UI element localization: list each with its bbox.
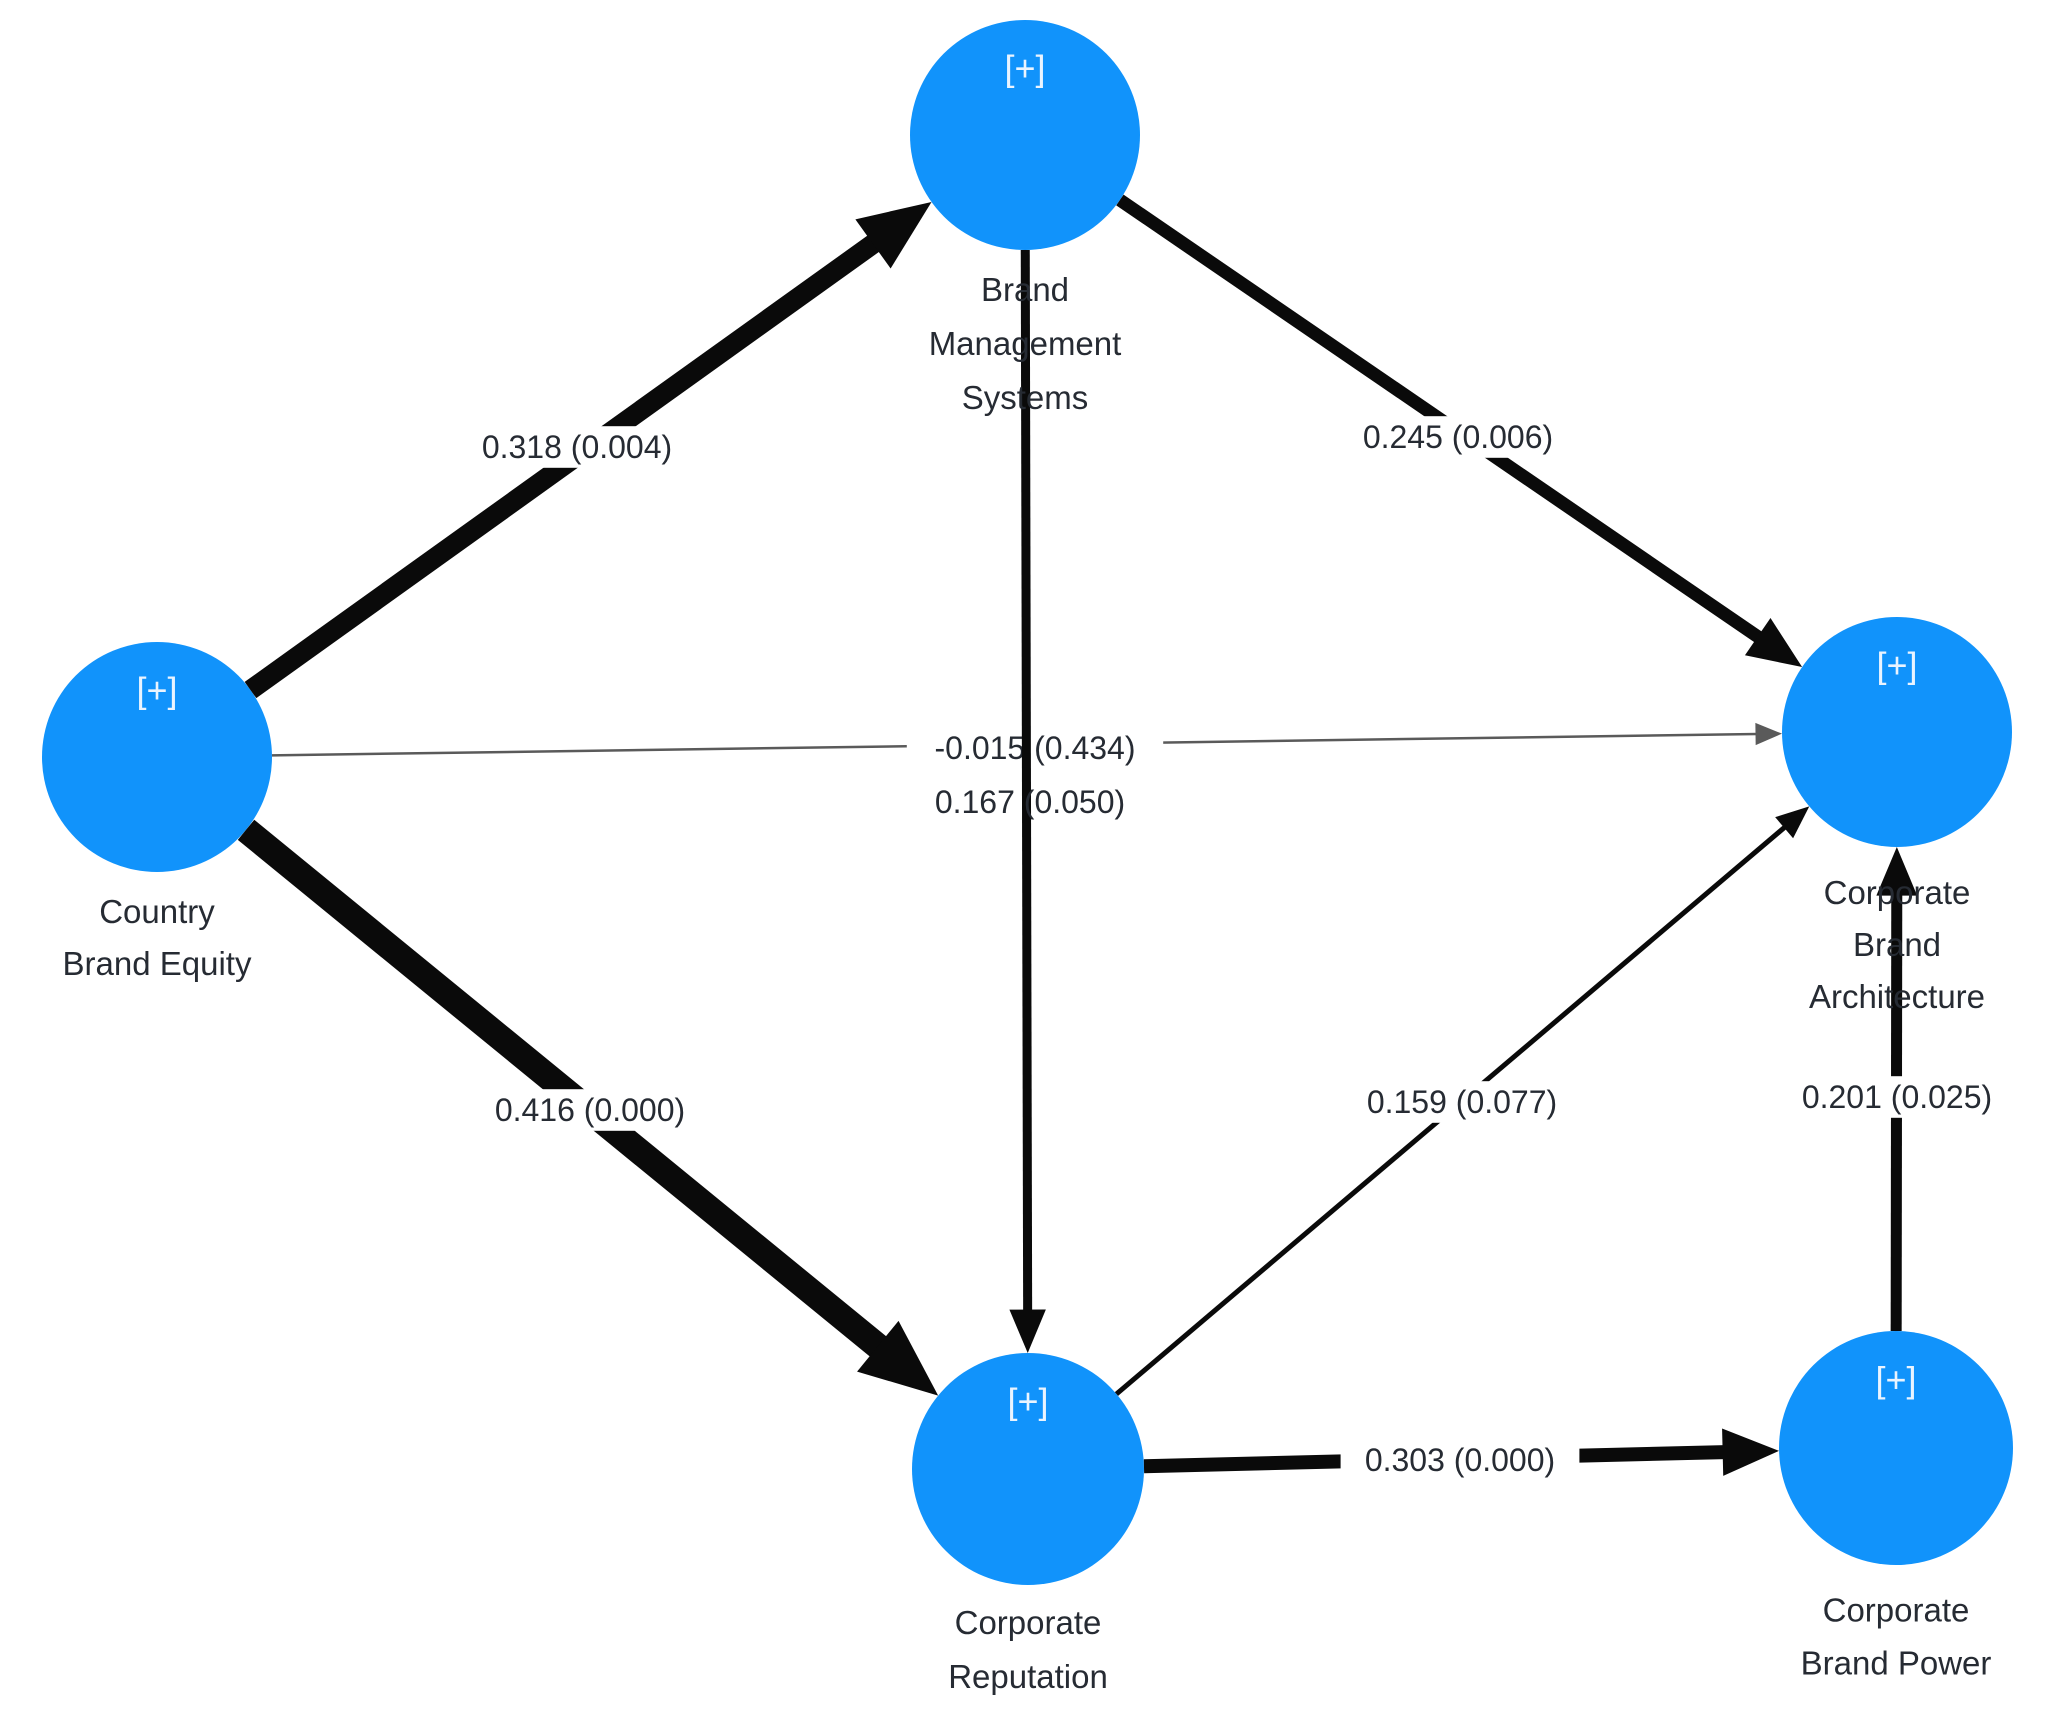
collapsed-indicators-badge-country-brand-equity: [+] bbox=[136, 669, 177, 710]
edge-label-bg-cbe-cba bbox=[906, 727, 1164, 769]
collapsed-indicators-badge-brand-management-systems: [+] bbox=[1004, 47, 1045, 88]
node-label-line: Brand bbox=[981, 271, 1069, 308]
arrowhead-icon-bms-cba bbox=[1744, 617, 1803, 668]
arrowhead-icon-cr-cba bbox=[1775, 806, 1810, 839]
edge-label-cbe-cba: -0.015 (0.434) bbox=[934, 730, 1135, 766]
node-label-line: Management bbox=[929, 325, 1122, 362]
node-label-line: Corporate bbox=[955, 1604, 1102, 1641]
edges-top-layer bbox=[1009, 249, 1046, 1354]
arrowhead-icon-cbe-cr bbox=[857, 1320, 939, 1396]
collapsed-indicators-badge-corporate-brand-architecture: [+] bbox=[1876, 644, 1917, 685]
node-label-line: Reputation bbox=[948, 1658, 1108, 1695]
node-brand-management-systems[interactable] bbox=[910, 20, 1140, 250]
edge-label-bg-bms-cba bbox=[1338, 416, 1578, 458]
arrowhead-icon-cbe-cba bbox=[1755, 722, 1783, 746]
arrowhead-icon-cr-cbp bbox=[1722, 1428, 1780, 1476]
edge-label-cbe-bms: 0.318 (0.004) bbox=[482, 429, 672, 465]
edge-label-bg-cr-cbp bbox=[1340, 1439, 1580, 1481]
edge-label-bms-cr: 0.167 (0.050) bbox=[935, 784, 1125, 820]
edge-label-bg-cbe-bms bbox=[457, 426, 697, 468]
edge-label-cbp-cba: 0.201 (0.025) bbox=[1802, 1079, 1992, 1115]
node-label-line: Country bbox=[99, 893, 215, 930]
node-label-line: Systems bbox=[962, 379, 1089, 416]
node-label-line: Brand Equity bbox=[63, 945, 252, 982]
node-label-line: Brand Power bbox=[1801, 1645, 1992, 1682]
node-label-line: Corporate bbox=[1824, 874, 1971, 911]
node-corporate-reputation[interactable] bbox=[912, 1353, 1144, 1585]
node-corporate-brand-architecture[interactable] bbox=[1782, 617, 2012, 847]
node-circles-layer: [+] [+] [+] [+] [+] bbox=[42, 20, 2013, 1585]
edge-label-cbe-cr: 0.416 (0.000) bbox=[495, 1092, 685, 1128]
edge-labels-layer: 0.318 (0.004) 0.416 (0.000) 0.245 (0.006) -… bbox=[457, 416, 2017, 1481]
edge-label-bms-cba: 0.245 (0.006) bbox=[1363, 419, 1553, 455]
edge-label-bg-cbe-cr bbox=[470, 1089, 710, 1131]
collapsed-indicators-badge-corporate-reputation: [+] bbox=[1007, 1381, 1048, 1422]
edge-line-bms-cr[interactable] bbox=[1020, 249, 1033, 1327]
node-label-line: Brand bbox=[1853, 926, 1941, 963]
edge-label-bg-cbp-cba bbox=[1777, 1076, 2017, 1118]
edge-labels-top-layer: 0.167 (0.050) bbox=[935, 784, 1125, 820]
node-corporate-brand-power[interactable] bbox=[1779, 1331, 2013, 1565]
node-label-line: Corporate bbox=[1823, 1592, 1970, 1629]
edge-label-bg-cr-cba bbox=[1342, 1081, 1582, 1123]
node-country-brand-equity[interactable] bbox=[42, 642, 272, 872]
edge-label-cr-cba: 0.159 (0.077) bbox=[1367, 1084, 1557, 1120]
edge-bms-cr[interactable] bbox=[1009, 249, 1046, 1354]
arrowhead-icon-cbe-bms bbox=[855, 201, 932, 269]
arrowhead-icon-cbp-cba bbox=[1876, 846, 1918, 896]
arrowhead-icon-bms-cr bbox=[1009, 1309, 1046, 1354]
edge-label-cr-cbp: 0.303 (0.000) bbox=[1365, 1442, 1555, 1478]
node-label-line: Architecture bbox=[1809, 978, 1985, 1015]
collapsed-indicators-badge-corporate-brand-power: [+] bbox=[1875, 1359, 1916, 1400]
